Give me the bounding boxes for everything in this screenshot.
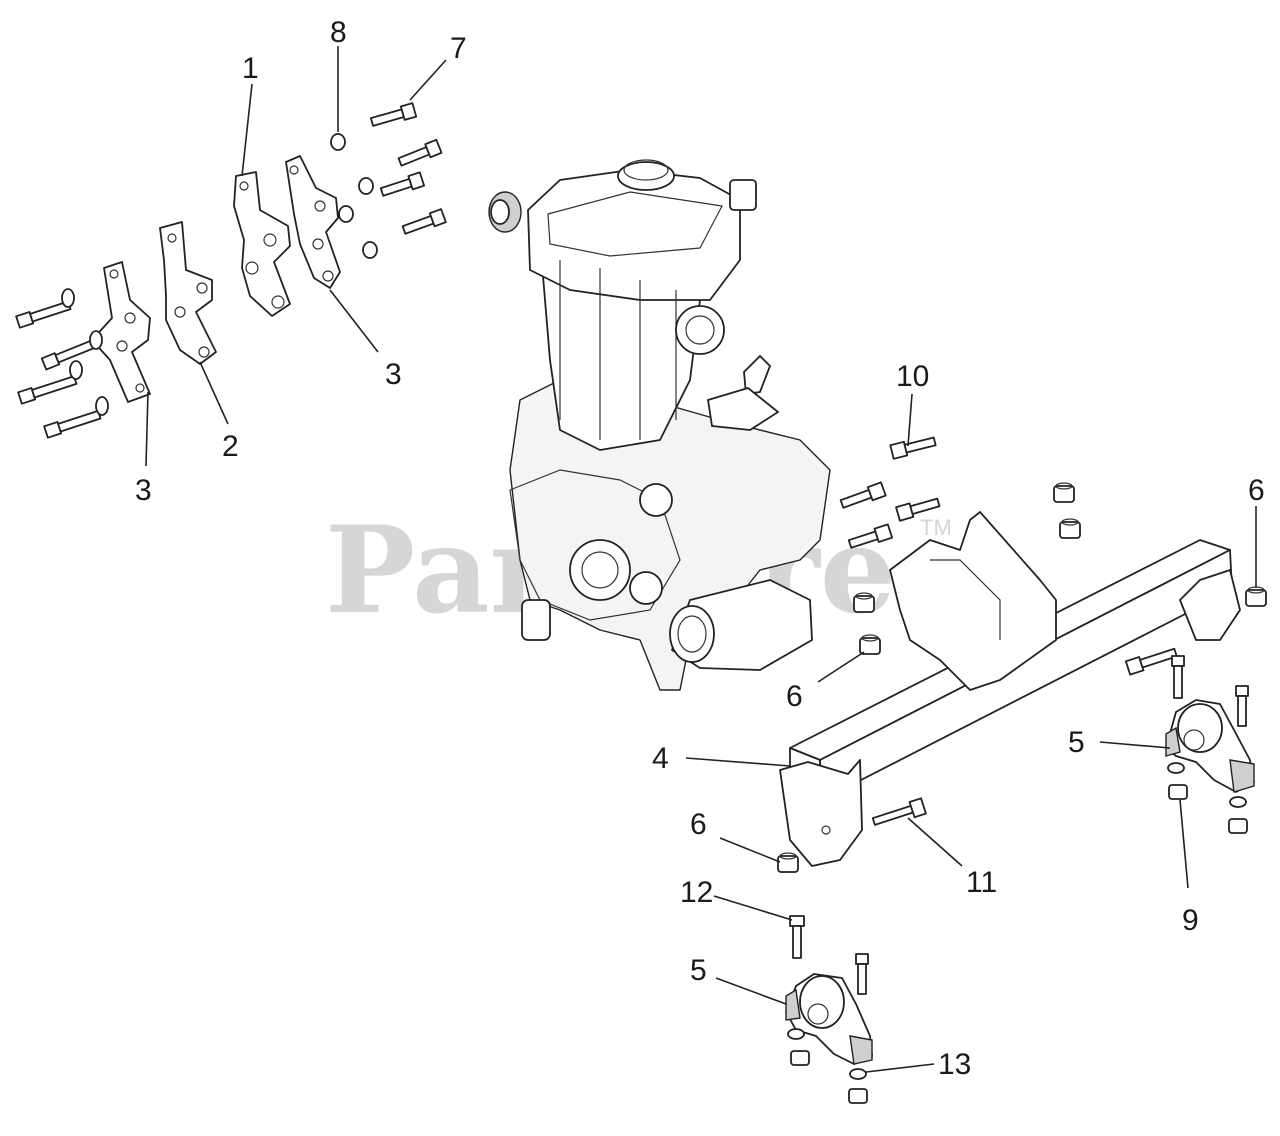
callout-11: 11: [966, 866, 997, 899]
callout-4: 4: [652, 742, 669, 775]
mount-nuts-9[interactable]: [1167, 762, 1248, 834]
callout-13: 13: [938, 1048, 971, 1081]
callout-3-right: 3: [385, 358, 402, 391]
engine-mount-plate-2[interactable]: [159, 221, 217, 365]
callout-8: 8: [330, 16, 347, 49]
callout-6-right: 6: [1248, 474, 1265, 507]
engine-mount-isolator-upper[interactable]: [1165, 699, 1255, 793]
watermark-trademark: TM: [920, 515, 952, 540]
callout-5-lower: 5: [690, 954, 707, 987]
callout-10: 10: [896, 360, 929, 393]
engine-mount-plate-right-outer[interactable]: [285, 155, 341, 289]
callout-7: 7: [450, 32, 467, 65]
leader-lines: [145, 46, 1257, 1073]
frame-bolts-10[interactable]: [839, 435, 941, 551]
callout-6-lower: 6: [690, 808, 707, 841]
engine-mount-plate-left-outer[interactable]: [91, 261, 151, 403]
engine-mount-plate-1[interactable]: [233, 171, 291, 317]
callout-1: 1: [242, 52, 259, 85]
callout-3-left: 3: [135, 474, 152, 507]
mount-bolts-upper[interactable]: [1124, 646, 1249, 727]
callout-2: 2: [222, 430, 239, 463]
callout-6-middle: 6: [786, 680, 803, 713]
flange-nuts-6[interactable]: [777, 482, 1267, 873]
mount-washers-8: [330, 133, 378, 259]
callout-9: 9: [1182, 904, 1199, 937]
callout-12: 12: [680, 876, 713, 909]
callout-labels: 1 2 3 3 4 5 5 6 6 6 7 8 9 10 11 12 13: [135, 16, 1265, 1081]
mount-bolts-left[interactable]: [15, 300, 102, 439]
frame-bolt-11[interactable]: [871, 797, 927, 829]
mount-bolt-12[interactable]: [789, 915, 869, 995]
callout-5-upper: 5: [1068, 726, 1085, 759]
engine-assembly[interactable]: [488, 159, 831, 691]
mount-nuts-13[interactable]: [787, 1028, 868, 1104]
mount-bolts-7[interactable]: [369, 102, 447, 236]
engine-mount-isolator-lower[interactable]: [785, 973, 873, 1065]
mount-washers-left: [61, 288, 109, 416]
engine-mount-frame[interactable]: [779, 511, 1241, 867]
